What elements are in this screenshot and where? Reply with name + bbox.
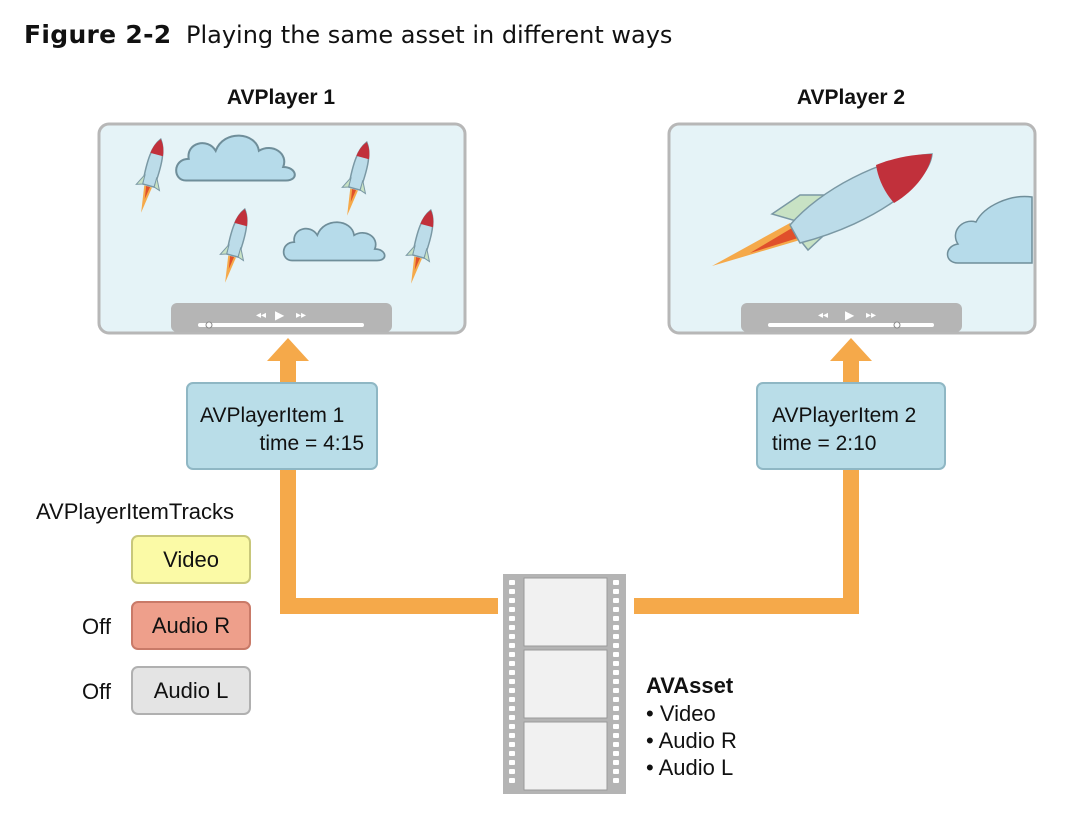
film-strip-icon bbox=[503, 574, 626, 794]
fast-forward-icon: ▸▸ bbox=[296, 310, 306, 321]
progress-thumb bbox=[893, 321, 901, 329]
player-item-2-name: AVPlayerItem 2 bbox=[772, 404, 917, 427]
asset-to-item-1-line bbox=[280, 470, 498, 614]
player-item-2-time: time = 2:10 bbox=[772, 432, 877, 455]
player-1-connector bbox=[267, 338, 498, 614]
asset-track-audio-l: • Audio L bbox=[646, 755, 734, 780]
track-audio-r-state: Off bbox=[82, 614, 111, 639]
rewind-icon: ◂◂ bbox=[818, 310, 828, 321]
player-1-screen: ◂◂ ▶ ▸▸ bbox=[97, 122, 467, 335]
track-audio-l-state: Off bbox=[82, 679, 111, 704]
player-1-controls: ◂◂ ▶ ▸▸ bbox=[171, 303, 392, 332]
player-2-title: AVPlayer 2 bbox=[796, 86, 906, 109]
play-icon: ▶ bbox=[275, 308, 285, 322]
arrow-up-player-1 bbox=[267, 338, 309, 383]
progress-track bbox=[768, 323, 934, 327]
asset-title: AVAsset bbox=[646, 673, 734, 698]
progress-track bbox=[198, 323, 364, 327]
rewind-icon: ◂◂ bbox=[256, 310, 266, 321]
figure-caption: Playing the same asset in different ways bbox=[186, 21, 673, 49]
player-item-1-box: AVPlayerItem 1 time = 4:15 bbox=[186, 382, 378, 470]
asset-track-list: • Video • Audio R • Audio L bbox=[646, 700, 737, 781]
asset-to-item-2-line bbox=[634, 470, 859, 614]
player-2-screen: ◂◂ ▶ ▸▸ bbox=[667, 122, 1037, 335]
track-audio-r-box: Audio R bbox=[131, 601, 251, 650]
large-rocket bbox=[712, 153, 933, 266]
asset-track-video: • Video bbox=[646, 701, 716, 726]
player-item-1-time: time = 4:15 bbox=[259, 432, 364, 455]
asset-track-audio-r: • Audio R bbox=[646, 728, 737, 753]
player-2-controls: ◂◂ ▶ ▸▸ bbox=[741, 303, 962, 332]
player-1-title: AVPlayer 1 bbox=[226, 86, 336, 109]
track-video-box: Video bbox=[131, 535, 251, 584]
fast-forward-icon: ▸▸ bbox=[866, 310, 876, 321]
arrow-up-player-2 bbox=[830, 338, 872, 383]
play-icon: ▶ bbox=[845, 308, 855, 322]
player-item-2-box: AVPlayerItem 2 time = 2:10 bbox=[756, 382, 946, 470]
track-audio-l-box: Audio L bbox=[131, 666, 251, 715]
player-item-1-name: AVPlayerItem 1 bbox=[200, 404, 345, 427]
partial-cloud bbox=[946, 195, 1033, 264]
player-2-connector bbox=[634, 338, 872, 614]
figure-label: Figure 2-2 bbox=[24, 20, 172, 49]
tracks-heading: AVPlayerItemTracks bbox=[36, 499, 235, 524]
progress-thumb bbox=[205, 321, 213, 329]
